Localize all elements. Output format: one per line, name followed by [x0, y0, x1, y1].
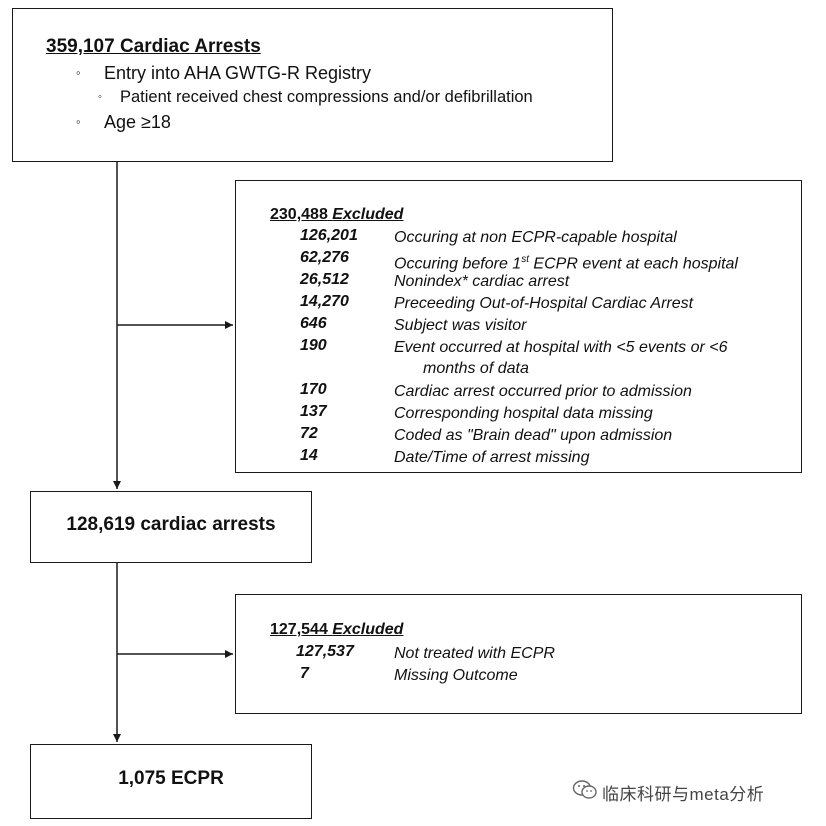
- ecpr-count-label: 1,075 ECPR: [118, 768, 224, 789]
- exclusion-box-1: [235, 180, 802, 473]
- criterion-age: ◦Age ≥18: [76, 112, 171, 132]
- cohort-box-adults: 128,619 cardiac arrests: [30, 491, 312, 563]
- watermark-text: 临床科研与meta分析: [602, 785, 765, 804]
- criterion-compressions: ◦Patient received chest compressions and…: [98, 88, 533, 106]
- exclusion-2-title: 127,544 Excluded: [270, 621, 404, 638]
- watermark: 临床科研与meta分析: [572, 778, 764, 807]
- criterion-registry: ◦Entry into AHA GWTG-R Registry: [76, 63, 372, 83]
- bullet-icon: ◦: [76, 65, 81, 80]
- cohort-box-ecpr: 1,075 ECPR: [30, 744, 312, 819]
- bullet-icon: ◦: [98, 91, 102, 103]
- exclusion-1-title: 230,488 Excluded: [270, 206, 404, 223]
- bullet-icon: ◦: [76, 114, 81, 129]
- cohort-box-total: [12, 8, 613, 162]
- exclusion-box-2: [235, 594, 802, 714]
- wechat-icon: [572, 780, 597, 799]
- total-arrests-title: 359,107 Cardiac Arrests: [46, 36, 261, 57]
- adults-count-label: 128,619 cardiac arrests: [66, 514, 276, 535]
